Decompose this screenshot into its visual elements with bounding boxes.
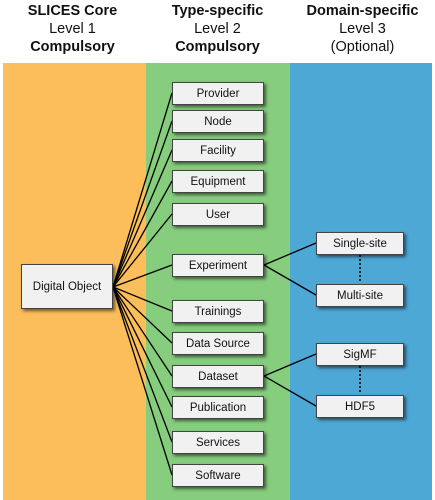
- column-level: Level 1: [49, 21, 96, 37]
- multi-site-node: Multi-site: [316, 284, 404, 307]
- software-node: Software: [172, 464, 264, 487]
- column-header-level-3: Domain-specific Level 3 (Optional): [290, 2, 435, 56]
- node-label: Dataset: [198, 370, 238, 383]
- node-node: Node: [172, 110, 264, 133]
- node-label: Multi-site: [336, 289, 383, 302]
- node-label: Node: [204, 115, 232, 128]
- column-level: Level 3: [339, 21, 386, 37]
- node-label: SigMF: [343, 348, 377, 361]
- node-label: HDF5: [344, 400, 376, 413]
- hdf5-node: HDF5: [316, 395, 404, 418]
- node-label: Provider: [196, 87, 240, 100]
- node-label: Software: [195, 469, 241, 482]
- node-label: Digital Object: [32, 280, 102, 293]
- node-label: Publication: [189, 401, 247, 414]
- user-node: User: [172, 203, 264, 226]
- experiment-node: Experiment: [172, 254, 264, 277]
- column-requirement: Compulsory: [175, 39, 260, 55]
- column-title: Domain-specific: [306, 3, 419, 19]
- node-label: Services: [195, 436, 241, 449]
- column-requirement: Compulsory: [30, 39, 115, 55]
- column-requirement: (Optional): [330, 39, 395, 55]
- provider-node: Provider: [172, 82, 264, 105]
- level-3-band: [290, 63, 432, 500]
- node-label: Trainings: [194, 305, 242, 318]
- column-header-level-2: Type-specific Level 2 Compulsory: [145, 2, 290, 56]
- node-label: Equipment: [190, 175, 246, 188]
- digital-object-node: Digital Object: [21, 264, 113, 309]
- equipment-node: Equipment: [172, 170, 264, 193]
- publication-node: Publication: [172, 396, 264, 419]
- column-title: Type-specific: [171, 3, 264, 19]
- node-label: Facility: [200, 144, 236, 157]
- trainings-node: Trainings: [172, 300, 264, 323]
- column-level: Level 2: [194, 21, 241, 37]
- column-title: SLICES Core: [27, 3, 118, 19]
- data-source-node: Data Source: [172, 332, 264, 355]
- column-header-level-1: SLICES Core Level 1 Compulsory: [0, 2, 145, 56]
- facility-node: Facility: [172, 139, 264, 162]
- sigmf-node: SigMF: [316, 343, 404, 366]
- dataset-node: Dataset: [172, 365, 264, 388]
- node-label: Experiment: [188, 259, 248, 272]
- single-site-node: Single-site: [316, 232, 404, 255]
- node-label: Data Source: [186, 337, 250, 350]
- node-label: Single-site: [333, 237, 387, 250]
- node-label: User: [205, 208, 231, 221]
- services-node: Services: [172, 431, 264, 454]
